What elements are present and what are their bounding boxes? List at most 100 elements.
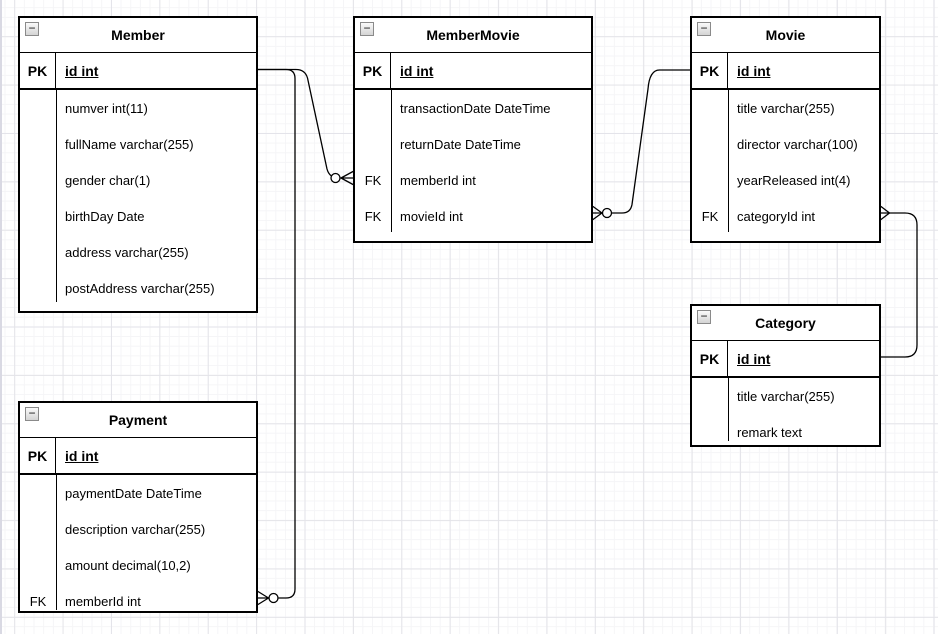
attribute-value: amount decimal(10,2) [65, 557, 191, 573]
attribute-row[interactable]: FK memberId int [20, 583, 256, 619]
canvas-left-edge [0, 0, 2, 634]
attribute-value: id int [65, 62, 99, 79]
collapse-icon[interactable]: − [25, 407, 39, 421]
attribute-row[interactable]: gender char(1) [20, 162, 256, 198]
attribute-value: title varchar(255) [737, 100, 835, 116]
edge-movie-id--membermovie-movieid[interactable] [592, 69, 691, 221]
entity-title: MemberMovie [426, 27, 520, 43]
attribute-key: PK [20, 53, 56, 88]
attribute-key: PK [692, 53, 728, 88]
attribute-value: paymentDate DateTime [65, 485, 202, 501]
relationship-line[interactable] [880, 212, 918, 358]
entity-attributes: title varchar(255) remark text [692, 378, 879, 450]
entity-attributes: numver int(11) fullName varchar(255) gende… [20, 90, 256, 311]
crowfoot-marker [340, 170, 354, 186]
attribute-value: fullName varchar(255) [65, 136, 194, 152]
primary-key-row[interactable]: PK id int [355, 53, 591, 90]
crowfoot-marker [257, 590, 270, 606]
attribute-value: title varchar(255) [737, 388, 835, 404]
attribute-row[interactable]: title varchar(255) [692, 378, 879, 414]
attribute-key [692, 414, 728, 450]
attribute-row[interactable]: returnDate DateTime [355, 126, 591, 162]
zero-circle-marker [330, 172, 341, 184]
attribute-value: transactionDate DateTime [400, 100, 551, 116]
attribute-key: FK [364, 208, 382, 224]
collapse-icon[interactable]: − [360, 22, 374, 36]
attribute-value: numver int(11) [65, 100, 148, 116]
attribute-key [20, 198, 56, 234]
column-divider [728, 90, 729, 232]
column-divider [56, 475, 57, 610]
edge-member-id--membermovie-memberid[interactable] [257, 68, 354, 186]
attribute-key [692, 378, 728, 414]
attribute-value: categoryId int [737, 208, 816, 224]
attribute-row[interactable]: numver int(11) [20, 90, 256, 126]
attribute-value: birthDay Date [65, 208, 145, 224]
entity-title: Payment [108, 412, 168, 428]
entity-attributes: title varchar(255) director varchar(100) y… [692, 90, 879, 241]
collapse-icon[interactable]: − [697, 310, 711, 324]
attribute-row[interactable]: postAddress varchar(255) [20, 270, 256, 306]
collapse-icon[interactable]: − [697, 22, 711, 36]
attribute-row[interactable]: yearReleased int(4) [692, 162, 879, 198]
attribute-row[interactable]: director varchar(100) [692, 126, 879, 162]
attribute-key [20, 475, 56, 511]
attribute-key [20, 547, 56, 583]
attribute-value: description varchar(255) [65, 521, 206, 537]
zero-circle-marker [268, 592, 279, 604]
attribute-key [20, 90, 56, 126]
attribute-row[interactable]: birthDay Date [20, 198, 256, 234]
collapse-icon[interactable]: − [25, 22, 39, 36]
attribute-row[interactable]: fullName varchar(255) [20, 126, 256, 162]
edge-category-id--movie-categoryid[interactable] [880, 205, 918, 358]
attribute-value: returnDate DateTime [400, 136, 521, 152]
attribute-row[interactable]: address varchar(255) [20, 234, 256, 270]
attribute-key: PK [355, 53, 391, 88]
entity-header: −Member [20, 18, 256, 53]
attribute-key [20, 234, 56, 270]
attribute-row[interactable]: remark text [692, 414, 879, 450]
relationship-line[interactable] [257, 68, 340, 179]
relationship-line[interactable] [610, 69, 691, 214]
attribute-row[interactable]: title varchar(255) [692, 90, 879, 126]
entity-title: Category [755, 315, 816, 331]
attribute-key [692, 90, 728, 126]
attribute-key [20, 511, 56, 547]
attribute-value: id int [400, 62, 434, 79]
attribute-key [20, 162, 56, 198]
entity-header: − Movie [692, 18, 879, 53]
attribute-key [20, 126, 56, 162]
relationship-line[interactable] [257, 68, 296, 599]
attribute-row[interactable]: description varchar(255) [20, 511, 256, 547]
entity-header: − MemberMovie [355, 18, 591, 53]
attribute-key: PK [20, 438, 56, 473]
attribute-value: memberId int [65, 593, 141, 609]
primary-key-row[interactable]: PK id int [20, 53, 256, 90]
attribute-row[interactable]: paymentDate DateTime [20, 475, 256, 511]
attribute-value: director varchar(100) [737, 136, 858, 152]
attribute-value: yearReleased int(4) [737, 172, 851, 188]
attribute-value: address varchar(255) [65, 244, 189, 260]
entity-attributes: transactionDate DateTime returnDate DateT… [355, 90, 591, 241]
attribute-key: FK [29, 593, 47, 609]
attribute-key [355, 90, 391, 126]
entity-header: − Payment [20, 403, 256, 438]
attribute-row[interactable]: amount decimal(10,2) [20, 547, 256, 583]
attribute-row[interactable]: transactionDate DateTime [355, 90, 591, 126]
attribute-key [20, 270, 56, 306]
entity-title: Movie [765, 27, 806, 43]
zero-circle-marker [601, 207, 613, 219]
edge-member-id--payment-memberid[interactable] [257, 68, 296, 606]
